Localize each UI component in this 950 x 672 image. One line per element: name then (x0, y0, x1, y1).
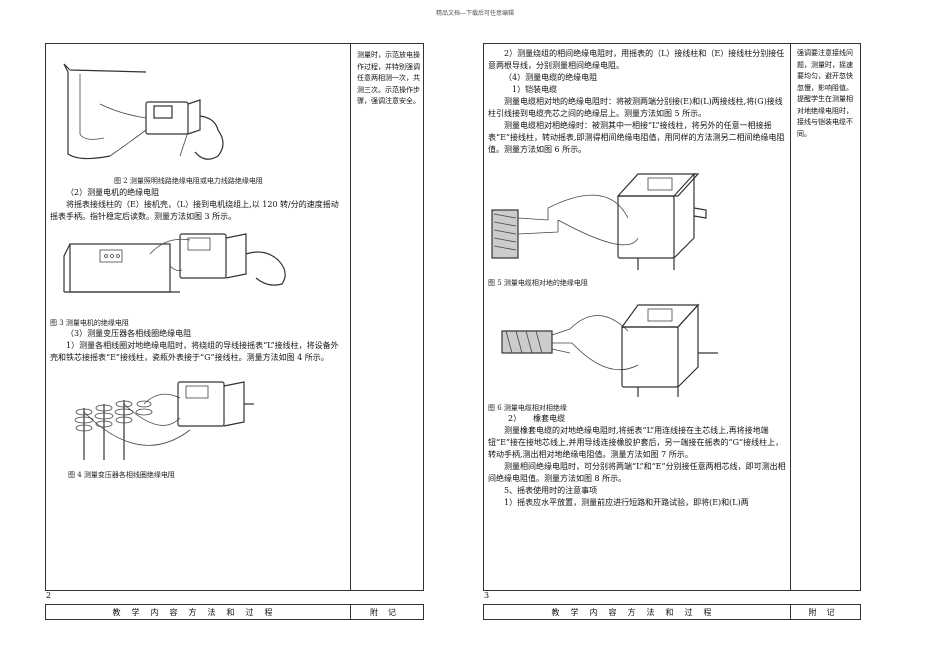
side-note: 测量时，示范放电操作过程，并特别强调任意两相测一次，共测三次。示范操作步骤，强调… (357, 51, 420, 105)
section-heading: （4）测量电缆的绝缘电阻 (504, 73, 598, 82)
page-number: 2 (46, 591, 52, 600)
footer-main-label: 教学内容方法和过程 (551, 608, 723, 617)
footer-note-label: 附记 (808, 608, 845, 617)
figure-2-illustration (50, 44, 346, 174)
section-heading: 5、摇表使用时的注意事项 (504, 486, 598, 495)
section-heading: （2）测量电机的绝缘电阻 (66, 188, 160, 197)
sub-heading: 1）铠装电缆 (512, 85, 558, 94)
figure-4-caption: 图 4 测量变压器各相线圈绝缘电阻 (68, 471, 175, 479)
figure-4-illustration (50, 368, 346, 466)
figure-6-caption: 图 6 测量电缆相对相绝缘 (488, 404, 567, 412)
paragraph: 将摇表接线柱的（E）接机壳，（L）接到电机绕组上,以 120 转/分的速度摇动摇… (50, 200, 339, 221)
paragraph: 1）测量各相线圈对地绝缘电阻时，将绕组的导线接摇表“L”接线柱，将设备外壳和铁芯… (50, 341, 339, 362)
figure-2-caption: 图 2 测量照明线路绝缘电阻或电力线路绝缘电阻 (114, 177, 263, 185)
figure-3-caption: 图 3 测量电机的绝缘电阻 (50, 319, 129, 327)
left-page: 图 2 测量照明线路绝缘电阻或电力线路绝缘电阻 （2）测量电机的绝缘电阻 将摇表… (45, 43, 424, 591)
figure-5-caption: 图 5 测量电缆相对地的绝缘电阻 (488, 279, 588, 287)
paragraph: 2）测量绕组的相间绝缘电阻时，用摇表的（L）接线柱和（E）接线柱分别接任意两根导… (488, 49, 785, 70)
left-footer: 教学内容方法和过程 附记 (45, 604, 424, 620)
left-side-column: 测量时，示范放电操作过程，并特别强调任意两相测一次，共测三次。示范操作步骤，强调… (351, 44, 423, 590)
side-note: 强调要注意接线问题，测量时，摇速要均匀，避开忽快忽慢，影响阻值。提醒学生在测量相… (797, 49, 853, 138)
figure-5-illustration (488, 158, 786, 276)
paragraph: 测量相间绝缘电阻时，可分别将两端“L”和“E”分别接任意两相芯线，即可测出相间绝… (488, 462, 786, 483)
figure-3-illustration (50, 226, 346, 316)
footer-main-label: 教学内容方法和过程 (112, 608, 284, 617)
watermark: 精品文档---下载后可任意编辑 (435, 10, 515, 17)
sub-heading: 2） 橡套电缆 (508, 414, 566, 423)
section-heading: （3）测量变压器各相线圈绝缘电阻 (66, 329, 192, 338)
right-main-column: 2）测量绕组的相间绝缘电阻时，用摇表的（L）接线柱和（E）接线柱分别接任意两根导… (484, 44, 790, 590)
right-side-column: 强调要注意接线问题，测量时，摇速要均匀，避开忽快忽慢，影响阻值。提醒学生在测量相… (791, 44, 861, 590)
paragraph: 1）摇表应水平放置，测量前应进行短路和开路试验，即将(E)和(L)两 (504, 498, 749, 507)
paragraph: 测量电缆相对地的绝缘电阻时：将被测两端分别接(E)和(L)两接线柱,将(G)接线… (488, 97, 783, 118)
left-main-column: 图 2 测量照明线路绝缘电阻或电力线路绝缘电阻 （2）测量电机的绝缘电阻 将摇表… (46, 44, 350, 590)
right-footer: 教学内容方法和过程 附记 (483, 604, 861, 620)
page-number: 3 (484, 591, 490, 600)
paragraph: 测量橡套电缆的对地绝缘电阻时,将摇表“L”用连线接在主芯线上,再将接地端钮“E”… (488, 426, 784, 459)
figure-6-illustration (488, 291, 786, 403)
footer-note-label: 附记 (370, 608, 406, 617)
right-page: 2）测量绕组的相间绝缘电阻时，用摇表的（L）接线柱和（E）接线柱分别接任意两根导… (483, 43, 861, 591)
paragraph: 测量电缆相对相绝缘时：被测其中一相接“L”接线柱，将另外的任意一相接摇表“E”接… (488, 121, 785, 154)
